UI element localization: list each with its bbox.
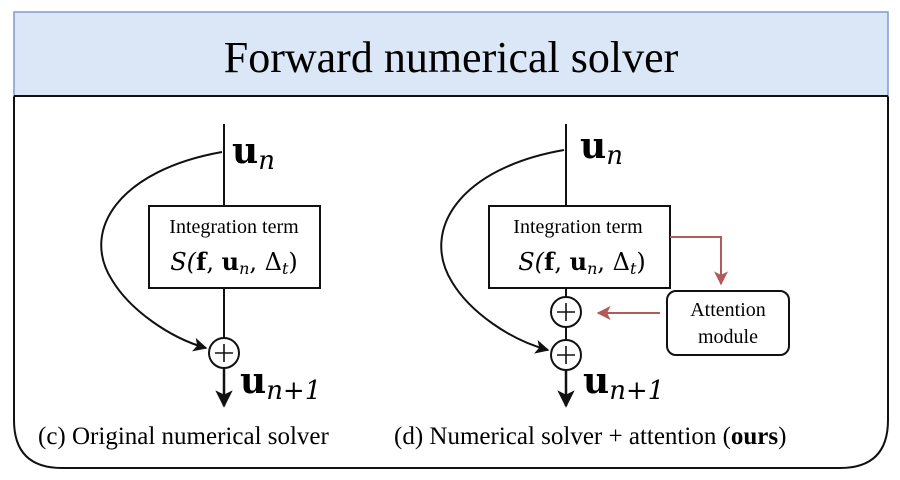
left-integration-box xyxy=(148,205,321,289)
attention-input-arrow xyxy=(670,236,728,286)
left-box-title: Integration term xyxy=(169,216,299,238)
right-box-title: Integration term xyxy=(513,216,643,238)
outer-frame xyxy=(13,96,889,469)
left-caption: (c) Original numerical solver xyxy=(38,423,330,450)
left-skip-connection xyxy=(100,151,223,352)
left-plus-node xyxy=(208,337,240,369)
right-panel: un Integration term S(f, un, Δt) un+1 xyxy=(394,124,790,450)
attention-module-box xyxy=(666,290,790,356)
right-caption: (d) Numerical solver + attention (ours) xyxy=(394,423,786,450)
right-box-formula: S(f, un, Δt) xyxy=(518,247,646,278)
right-output-label: un+1 xyxy=(583,360,664,406)
right-plus-node-attention xyxy=(550,296,582,328)
left-panel: un Integration term S(f, un, Δt) un+1 (c… xyxy=(38,124,330,450)
attention-module-line1: Attention xyxy=(690,299,766,321)
left-box-formula: S(f, un, Δt) xyxy=(170,247,298,278)
left-input-label: un xyxy=(232,130,275,176)
right-plus-node-skip xyxy=(550,339,582,371)
left-output-label: un+1 xyxy=(240,360,321,406)
header-title: Forward numerical solver xyxy=(224,33,679,82)
right-input-label: un xyxy=(580,125,623,171)
right-skip-connection xyxy=(440,149,565,354)
attention-module-line2: module xyxy=(698,326,758,348)
right-integration-box xyxy=(488,205,671,289)
